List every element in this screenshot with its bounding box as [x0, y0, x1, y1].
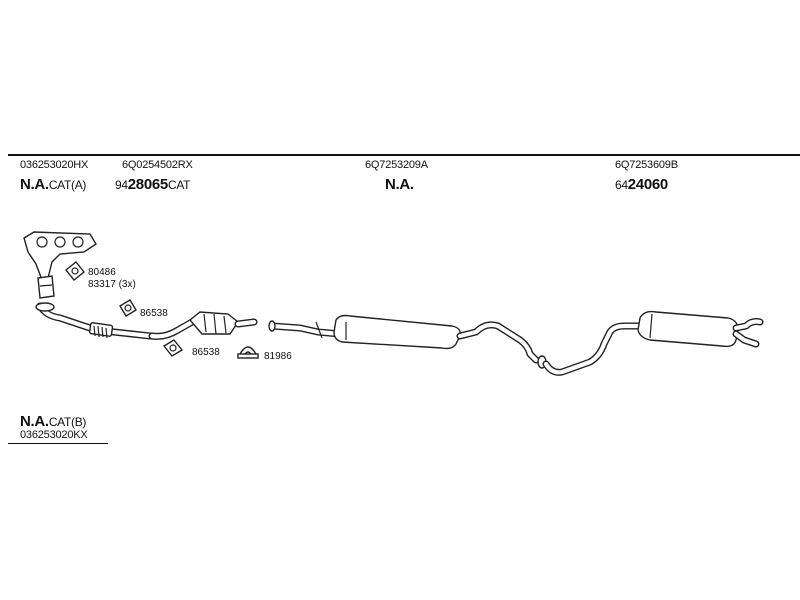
header-col3-title: N.A.: [385, 176, 414, 193]
header-col1-title-main: N.A.: [20, 176, 49, 193]
footer-code: 036253020KX: [20, 429, 88, 441]
header-col1-title-suffix: CAT(A): [48, 178, 87, 192]
header-rule-left: [8, 154, 458, 156]
flange-86538-lower: [162, 339, 184, 357]
mid-pipe: [148, 318, 196, 340]
exhaust-manifold: [23, 231, 97, 299]
label-flange-86538-upper: 86538: [140, 308, 168, 319]
header-col2-title: 9428065CAT: [115, 177, 190, 192]
footer-title-main: N.A.: [20, 413, 49, 430]
header-rule-right: [458, 154, 800, 156]
header-col2-prefix: 94: [115, 178, 128, 192]
label-clamp-81986: 81986: [264, 351, 292, 362]
header-col1-title: N.A.CAT(A): [20, 177, 86, 192]
header-col2-title-main: 28065: [127, 176, 169, 193]
middle-silencer: [333, 314, 462, 350]
rear-silencer: [637, 310, 764, 348]
header-col2-title-suffix: CAT: [167, 178, 191, 192]
footer-rule: [8, 443, 108, 444]
header-col4-code: 6Q7253609B: [615, 159, 678, 171]
header-col2-code: 6Q0254502RX: [122, 159, 193, 171]
header-col4-prefix: 64: [615, 178, 628, 192]
catalytic-converter: [188, 311, 258, 335]
centre-pipe-tail: [456, 321, 540, 364]
clamp-81986: [237, 346, 259, 359]
header-col3-code: 6Q7253209A: [365, 159, 428, 171]
header-col4-title: 6424060: [615, 177, 668, 192]
gasket-80486: [65, 261, 85, 281]
rear-pipe: [537, 322, 644, 376]
footer-title-suffix: CAT(B): [48, 415, 87, 429]
centre-pipe: [268, 320, 344, 339]
front-pipe: [35, 302, 154, 340]
label-gasket-83317: 83317 (3x): [88, 279, 136, 290]
header-col4-title-main: 24060: [627, 176, 669, 193]
flange-86538-upper: [119, 299, 137, 317]
label-flange-86538-lower: 86538: [192, 347, 220, 358]
label-gasket-80486: 80486: [88, 267, 116, 278]
footer-title: N.A.CAT(B): [20, 414, 86, 429]
header-col1-code: 036253020HX: [20, 159, 89, 171]
